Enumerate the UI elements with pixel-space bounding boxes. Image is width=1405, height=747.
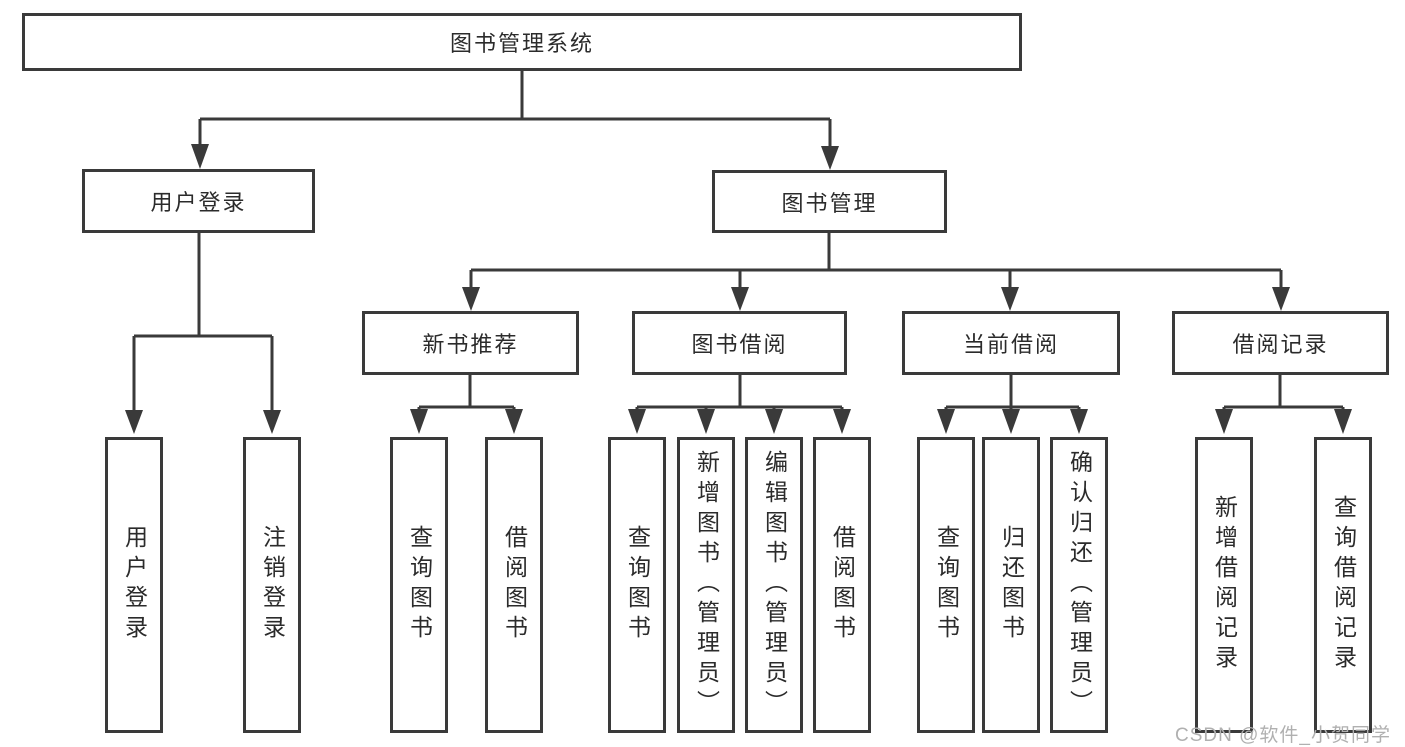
- leaf-query-borrow-record: 查询借阅记录: [1314, 437, 1372, 733]
- connector-root: [198, 71, 832, 147]
- leaf-label: 查询图书: [406, 525, 433, 645]
- leaf-edit-books-admin: 编辑图书（管理员）: [745, 437, 803, 733]
- leaf-query-books-recommend: 查询图书: [390, 437, 448, 733]
- connector-borrowing-records: [1222, 375, 1345, 413]
- leaf-borrow-books-recommend: 借阅图书: [485, 437, 543, 733]
- watermark: CSDN @软件_小贺同学: [1175, 725, 1391, 746]
- leaf-label: 用户登录: [121, 525, 148, 645]
- leaf-label: 查询借阅记录: [1330, 495, 1357, 675]
- node-user-login: 用户登录: [82, 169, 315, 233]
- arrowhead: [263, 410, 281, 434]
- connector-current-borrowing: [944, 375, 1081, 413]
- arrowhead: [1215, 409, 1233, 434]
- leaf-label: 确认归还（管理员）: [1066, 450, 1093, 720]
- arrowhead: [731, 287, 749, 311]
- arrowhead: [821, 146, 839, 170]
- arrowhead: [1002, 409, 1020, 434]
- arrowhead: [1334, 409, 1352, 434]
- arrowhead: [505, 409, 523, 434]
- leaf-label: 查询图书: [933, 525, 960, 645]
- leaf-logout: 注销登录: [243, 437, 301, 733]
- leaf-return-books: 归还图书: [982, 437, 1040, 733]
- leaf-user-login: 用户登录: [105, 437, 163, 733]
- connector-new-book-recommend: [417, 375, 516, 413]
- node-current-borrowing: 当前借阅: [902, 311, 1120, 375]
- node-book-borrowing: 图书借阅: [632, 311, 847, 375]
- leaf-borrow-books-borrowing: 借阅图书: [813, 437, 871, 733]
- arrowhead: [1272, 287, 1290, 311]
- arrowhead: [937, 409, 955, 434]
- connector-user-login: [132, 232, 274, 411]
- arrowhead: [765, 409, 783, 434]
- arrowhead: [628, 409, 646, 434]
- connector-book-borrowing: [635, 375, 844, 413]
- leaf-query-books-borrowing: 查询图书: [608, 437, 666, 733]
- leaf-query-books-current: 查询图书: [917, 437, 975, 733]
- leaf-label: 借阅图书: [501, 525, 528, 645]
- arrowhead: [410, 409, 428, 434]
- arrowhead: [1001, 287, 1019, 311]
- arrowhead: [191, 144, 209, 169]
- leaf-add-borrow-record: 新增借阅记录: [1195, 437, 1253, 733]
- leaf-label: 注销登录: [259, 525, 286, 645]
- leaf-label: 借阅图书: [829, 525, 856, 645]
- node-borrowing-records: 借阅记录: [1172, 311, 1389, 375]
- arrowhead: [1070, 409, 1088, 434]
- leaf-label: 归还图书: [998, 525, 1025, 645]
- node-new-book-recommend: 新书推荐: [362, 311, 579, 375]
- leaf-label: 编辑图书（管理员）: [761, 450, 788, 720]
- arrowhead: [833, 409, 851, 434]
- leaf-label: 新增借阅记录: [1211, 495, 1238, 675]
- leaf-label: 新增图书（管理员）: [693, 450, 720, 720]
- leaf-label: 查询图书: [624, 525, 651, 645]
- connector-book-management: [469, 233, 1283, 288]
- arrowhead: [462, 287, 480, 311]
- arrowhead: [125, 410, 143, 434]
- node-root-title: 图书管理系统: [22, 13, 1022, 71]
- leaf-add-books-admin: 新增图书（管理员）: [677, 437, 735, 733]
- leaf-confirm-return-admin: 确认归还（管理员）: [1050, 437, 1108, 733]
- node-book-management: 图书管理: [712, 170, 947, 233]
- arrowhead: [697, 409, 715, 434]
